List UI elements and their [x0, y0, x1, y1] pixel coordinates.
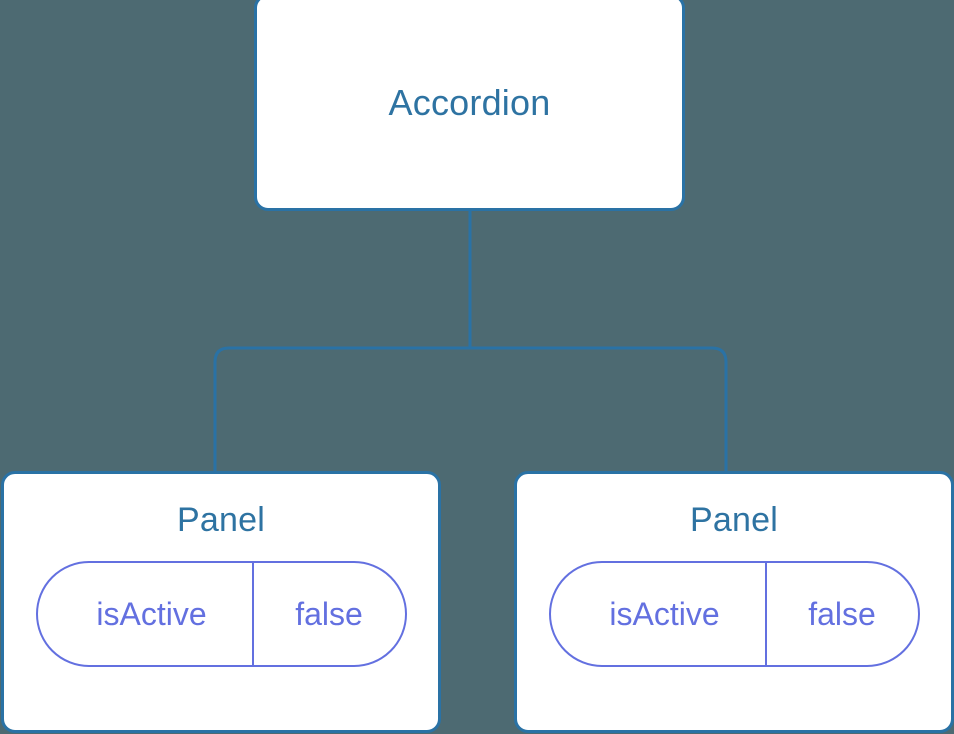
prop-value-isactive-panel-2: false	[764, 563, 918, 666]
node-panel-2[interactable]: Panel isActive false	[514, 471, 954, 733]
prop-value-isactive-panel-1: false	[251, 563, 405, 666]
prop-pill-panel-1[interactable]: isActive false	[35, 561, 407, 668]
node-accordion[interactable]: Accordion	[254, 0, 685, 211]
node-title-panel-2: Panel	[690, 501, 778, 539]
connector-branch-right	[470, 346, 728, 480]
prop-key-isactive-panel-2: isActive	[609, 596, 720, 633]
node-panel-1[interactable]: Panel isActive false	[1, 471, 441, 733]
connector-branch-left	[213, 346, 470, 480]
prop-pill-panel-2[interactable]: isActive false	[548, 561, 920, 668]
prop-key-isactive-panel-1: isActive	[96, 596, 207, 633]
node-title-panel-1: Panel	[177, 501, 265, 539]
node-title-accordion: Accordion	[388, 81, 551, 123]
